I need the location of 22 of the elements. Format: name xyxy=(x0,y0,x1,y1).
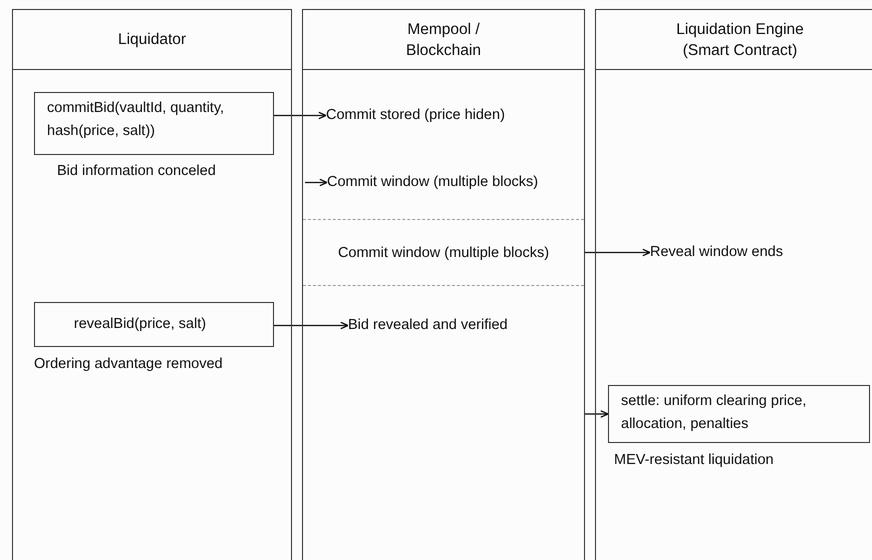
step-text: Reveal window ends xyxy=(650,241,783,264)
swimlane xyxy=(302,9,585,560)
process-box: revealBid(price, salt) xyxy=(34,302,274,347)
caption-text: Bid information conceled xyxy=(57,163,216,179)
caption-text: MEV-resistant liquidation xyxy=(614,452,774,468)
arrow xyxy=(584,248,651,256)
arrow xyxy=(274,112,327,120)
swimlane xyxy=(595,9,872,560)
arrow xyxy=(585,410,609,418)
step-text: Commit window (multiple blocks) xyxy=(327,171,538,194)
process-box: settle: uniform clearing price, allocation, penalties xyxy=(608,385,870,443)
swimlane xyxy=(12,9,292,560)
step-text: Commit stored (price hiden) xyxy=(326,104,505,127)
caption-text: Ordering advantage removed xyxy=(34,356,223,372)
arrow xyxy=(274,322,349,330)
lane-header: Liquidation Engine (Smart Contract) xyxy=(596,10,872,70)
process-box: commitBid(vaultId, quantity, hash(price, salt)) xyxy=(34,92,274,155)
lane-header: Mempool / Blockchain xyxy=(303,10,584,70)
lane-header: Liquidator xyxy=(13,10,291,70)
step-text: Bid revealed and verified xyxy=(348,314,508,337)
time-window-box: Commit window (multiple blocks) xyxy=(303,219,584,286)
arrow xyxy=(305,178,328,186)
